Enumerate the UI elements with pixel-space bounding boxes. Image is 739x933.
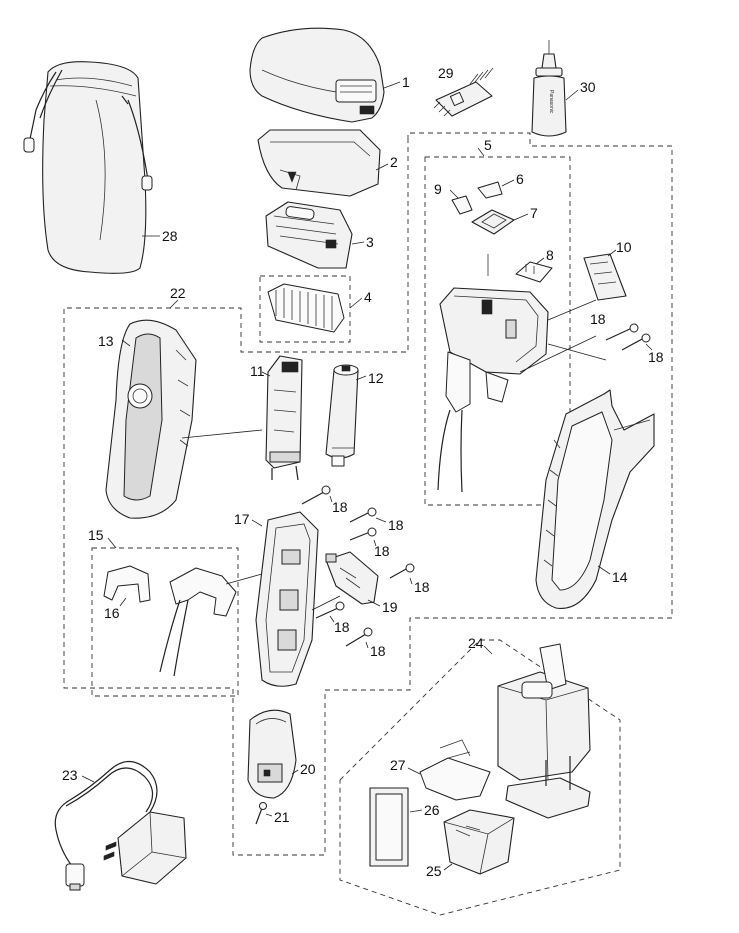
group-outline-4 <box>259 275 351 343</box>
label-13: 13 <box>98 333 114 349</box>
display-plate-10 <box>583 253 627 301</box>
label-2: 2 <box>390 154 398 170</box>
spring-block-8 <box>515 261 553 283</box>
label-21: 21 <box>274 809 290 825</box>
frame <box>257 129 381 197</box>
label-15: 15 <box>88 527 104 543</box>
front-case <box>105 319 197 519</box>
protective-cap <box>249 27 385 123</box>
head-plate-7 <box>471 209 515 235</box>
label-18-g: 18 <box>334 619 350 635</box>
battery <box>325 364 359 467</box>
label-25: 25 <box>426 863 442 879</box>
inner-blade <box>267 283 345 333</box>
label-24: 24 <box>468 635 484 651</box>
screw-18-e <box>349 527 377 541</box>
screw-18-a <box>605 323 639 341</box>
label-27: 27 <box>390 757 406 773</box>
head-assembly <box>437 254 597 493</box>
circuit-board <box>265 355 303 481</box>
cleaning-cartridge <box>443 809 515 875</box>
filter-pad <box>369 787 409 867</box>
pouch <box>23 61 153 274</box>
label-23: 23 <box>62 767 78 783</box>
group-outline-15 <box>91 547 239 697</box>
label-16: 16 <box>104 605 120 621</box>
screw-18-h <box>345 627 373 647</box>
label-6: 6 <box>516 171 524 187</box>
system-outer-foil <box>265 201 353 269</box>
bottom-case <box>247 709 297 799</box>
head-clip-9 <box>451 195 473 215</box>
label-18-c: 18 <box>332 499 348 515</box>
screw-18-b <box>621 333 651 351</box>
oil-bottle: Panasonic <box>531 40 567 137</box>
rear-case <box>535 389 655 609</box>
label-19: 19 <box>382 599 398 615</box>
screw-18-g <box>315 601 345 619</box>
terminal-16 <box>103 565 151 603</box>
filter-holder <box>419 739 491 801</box>
switch-part <box>325 551 379 605</box>
terminal-connector <box>159 567 263 677</box>
label-18-b: 18 <box>648 349 664 365</box>
label-3: 3 <box>366 234 374 250</box>
group-outline-5 <box>63 132 673 856</box>
label-14: 14 <box>612 569 628 585</box>
label-18-e: 18 <box>374 543 390 559</box>
label-9: 9 <box>434 181 442 197</box>
label-1: 1 <box>402 74 410 90</box>
label-8: 8 <box>546 247 554 263</box>
label-12: 12 <box>368 370 384 386</box>
screw-18-d <box>349 507 377 523</box>
label-5: 5 <box>484 137 492 153</box>
label-18-f: 18 <box>414 579 430 595</box>
oil-bottle-brand: Panasonic <box>548 90 554 114</box>
screw-21 <box>255 802 267 825</box>
inner-chassis <box>255 511 319 687</box>
label-29: 29 <box>438 65 454 81</box>
label-26: 26 <box>424 802 440 818</box>
label-20: 20 <box>300 761 316 777</box>
label-30: 30 <box>580 79 596 95</box>
screw-18-f <box>389 563 415 579</box>
label-18-h: 18 <box>370 643 386 659</box>
screw-18-c <box>301 485 331 505</box>
group-outline-24 <box>339 639 621 916</box>
label-7: 7 <box>530 205 538 221</box>
label-10: 10 <box>616 239 632 255</box>
label-4: 4 <box>364 289 372 305</box>
group-outline-head-assembly <box>424 156 571 506</box>
label-22: 22 <box>170 285 186 301</box>
ac-adaptor <box>54 760 187 891</box>
cleaning-charger-base <box>497 643 591 819</box>
head-clip-6 <box>477 181 503 199</box>
label-17: 17 <box>234 511 250 527</box>
label-18-a: 18 <box>590 311 606 327</box>
label-18-d: 18 <box>388 517 404 533</box>
cleaning-brush <box>433 67 494 117</box>
label-11: 11 <box>250 363 265 379</box>
label-28: 28 <box>162 228 178 244</box>
